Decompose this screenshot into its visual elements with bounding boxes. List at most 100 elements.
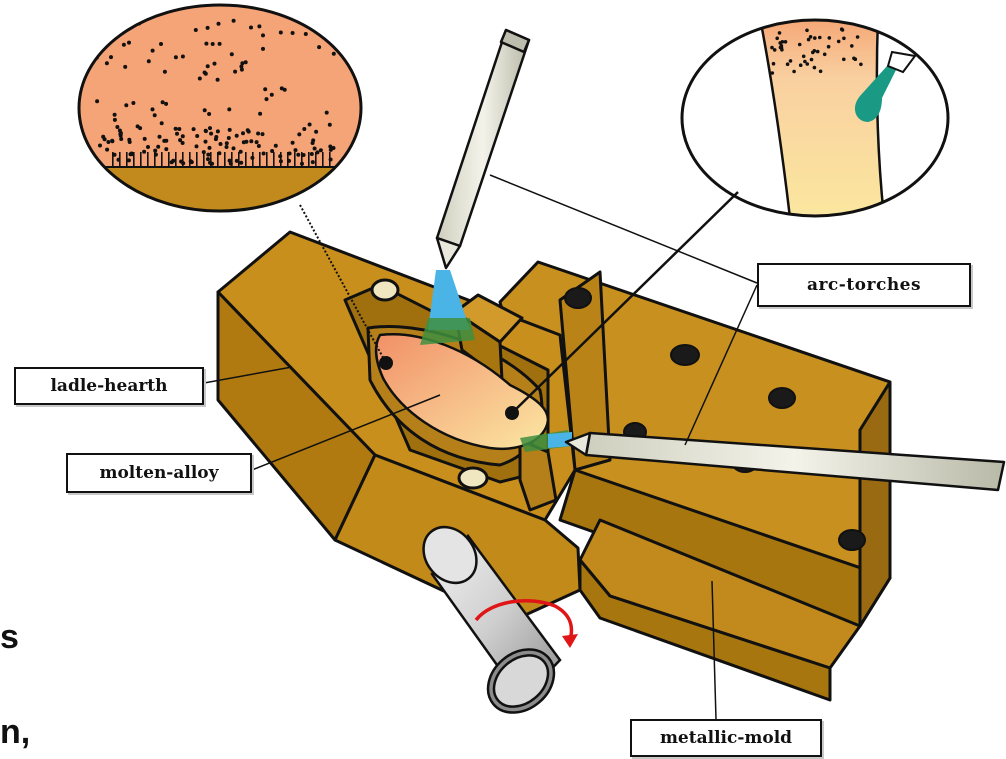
particle-dot (146, 145, 150, 149)
label-molten-alloy: molten-alloy (66, 453, 252, 493)
particle-dot (772, 62, 776, 66)
particle-dot (235, 134, 239, 138)
particle-dot (227, 107, 231, 111)
particle-dot (313, 147, 317, 151)
particle-dot (151, 49, 155, 53)
particle-dot (127, 138, 131, 142)
particle-dot (207, 112, 211, 116)
label-ladle-hearth: ladle-hearth (14, 367, 204, 405)
dendrite-bar (329, 152, 331, 167)
particle-dot (246, 128, 250, 132)
particle-dot (784, 40, 788, 44)
particle-dot (213, 62, 217, 66)
particle-dot (170, 160, 174, 164)
particle-dot (249, 139, 253, 143)
dendrite-bar (203, 152, 205, 167)
particle-dot (177, 127, 181, 131)
dendrite-bar (112, 152, 114, 167)
particle-dot (827, 45, 831, 49)
dendrite-bar (119, 152, 121, 167)
dendrite-bar (168, 152, 170, 167)
particle-dot (204, 42, 208, 46)
particle-dot (805, 29, 809, 33)
particle-dot (142, 150, 146, 154)
particle-dot (119, 137, 123, 141)
dendrite-bar (287, 152, 289, 167)
dendrite-bar (245, 152, 247, 167)
particle-dot (105, 61, 109, 65)
particle-dot (317, 45, 321, 49)
arc-torch-upper (437, 30, 529, 268)
melt-pointer-dot-left (379, 356, 393, 370)
particle-dot (160, 121, 164, 125)
dendrite-bar (196, 152, 198, 167)
particle-dot (256, 132, 260, 136)
zoom-bubble-right (680, 18, 950, 218)
particle-dot (291, 141, 295, 145)
particle-dot (159, 42, 163, 46)
dendrite-bar (224, 152, 226, 167)
particle-dot (310, 152, 314, 156)
dendrite-bar (210, 152, 212, 167)
particle-dot (218, 42, 222, 46)
particle-dot (802, 55, 806, 59)
particle-dot (206, 64, 210, 68)
particle-dot (217, 22, 221, 26)
leader-arc-upper (490, 175, 757, 283)
dendrite-bar (308, 152, 310, 167)
particle-dot (233, 70, 237, 74)
particle-dot (219, 142, 223, 146)
label-arc-torches: arc-torches (757, 263, 971, 307)
particle-dot (174, 55, 178, 59)
dendrite-bar (252, 152, 254, 167)
particle-dot (106, 140, 110, 144)
particle-dot (225, 145, 229, 149)
particle-dot (816, 50, 820, 54)
particle-dot (153, 113, 157, 117)
particle-dot (279, 31, 283, 35)
particle-dot (810, 58, 814, 62)
particle-dot (98, 144, 102, 148)
particle-dot (95, 99, 99, 103)
particle-dot (781, 40, 785, 44)
particle-dot (124, 103, 128, 107)
particle-dot (332, 52, 336, 56)
particle-dot (119, 131, 123, 135)
label-ladle-hearth-text: ladle-hearth (50, 376, 167, 396)
particle-dot (113, 118, 117, 122)
particle-dot (771, 71, 775, 75)
particle-dot (813, 36, 817, 40)
particle-dot (228, 128, 232, 132)
particle-dot (163, 70, 167, 74)
particle-dot (778, 31, 782, 35)
label-metallic-mold-text: metallic-mold (660, 728, 792, 748)
particle-dot (195, 144, 199, 148)
particle-dot (198, 77, 202, 81)
particle-dot (227, 136, 231, 140)
particle-dot (792, 70, 796, 74)
dendrite-bar (161, 152, 163, 167)
dendrite-bar (266, 152, 268, 167)
particle-dot (280, 86, 284, 90)
particle-dot (258, 112, 262, 116)
particle-dot (328, 123, 332, 127)
particle-dot (311, 138, 315, 142)
particle-dot (263, 87, 267, 91)
particle-dot (261, 33, 265, 37)
particle-dot (329, 148, 333, 152)
particle-dot (773, 48, 777, 52)
particle-dot (813, 66, 817, 70)
particle-dot (204, 129, 208, 133)
particle-dot (261, 132, 265, 136)
particle-dot (262, 152, 266, 156)
particle-dot (819, 70, 823, 74)
particle-dot (232, 146, 236, 150)
particle-dot (823, 53, 827, 57)
dendrite-bar (217, 152, 219, 167)
particle-dot (134, 16, 138, 20)
hearth-bolt-hole-top (372, 280, 398, 300)
dendrite-bar (147, 152, 149, 167)
label-arc-torches-text: arc-torches (807, 275, 921, 295)
particle-dot (181, 134, 185, 138)
particle-dot (143, 137, 147, 141)
